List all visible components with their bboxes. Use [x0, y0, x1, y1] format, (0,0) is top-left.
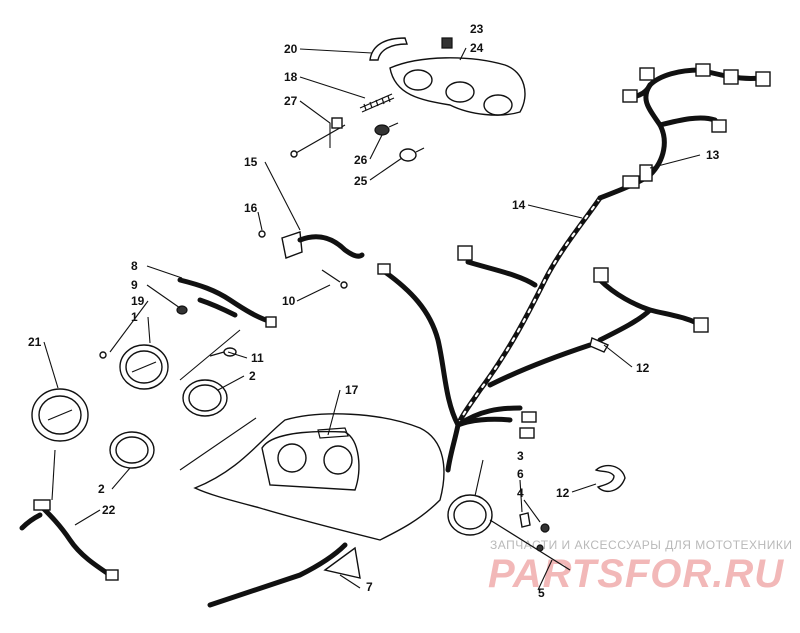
- connector: [693, 317, 709, 333]
- upper-harness: [597, 63, 771, 201]
- main-wiring-harness: [377, 195, 603, 473]
- callout-5: 5: [538, 586, 545, 600]
- watermark-tagline: ЗАПЧАСТИ И АКСЕССУАРЫ ДЛЯ МОТОТЕХНИКИ: [490, 538, 792, 552]
- connector: [695, 63, 711, 77]
- callout-10: 10: [282, 294, 296, 308]
- bulb: [399, 147, 425, 162]
- callout-24: 24: [470, 41, 484, 55]
- callout-15: 15: [244, 155, 258, 169]
- connector: [755, 71, 771, 87]
- bulb: [99, 351, 107, 359]
- washer: [519, 512, 531, 528]
- callout-25: 25: [354, 174, 368, 188]
- trim-strip: [369, 37, 408, 61]
- speedometer-gauge: [31, 388, 89, 442]
- bezel-ring: [182, 379, 228, 417]
- callout-20: 20: [284, 42, 298, 56]
- connector: [639, 67, 655, 81]
- callout-numbers: 20 18 27 23 24 26 25 15 16 8 9 10 19 1 1…: [28, 22, 720, 600]
- spring: [359, 93, 395, 113]
- callout-12-upper: 12: [636, 361, 650, 375]
- callout-14: 14: [512, 198, 526, 212]
- callout-1: 1: [131, 310, 138, 324]
- callout-4: 4: [517, 486, 524, 500]
- callout-19: 19: [131, 294, 145, 308]
- connector: [723, 69, 739, 85]
- harness-clip: [589, 337, 609, 353]
- connector: [521, 411, 537, 423]
- leader-lines: [43, 47, 701, 591]
- connector: [457, 245, 473, 261]
- connector: [519, 427, 535, 439]
- callout-27: 27: [284, 94, 298, 108]
- callout-23: 23: [470, 22, 484, 36]
- clamp: [594, 464, 626, 493]
- callout-26: 26: [354, 153, 368, 167]
- tachometer-gauge: [119, 344, 169, 390]
- fuel-gauge: [447, 494, 493, 536]
- lower-harness: [207, 542, 348, 608]
- right-harness: [589, 267, 709, 353]
- speedometer-harness: [19, 499, 119, 581]
- callout-12-lower: 12: [556, 486, 570, 500]
- callout-3: 3: [517, 449, 524, 463]
- mounting-bracket: [281, 231, 365, 259]
- callout-7: 7: [366, 580, 373, 594]
- callout-8: 8: [131, 259, 138, 273]
- nut: [540, 523, 550, 533]
- callout-11: 11: [251, 351, 264, 365]
- screw: [290, 117, 346, 158]
- screw: [258, 230, 266, 238]
- connector: [639, 164, 653, 182]
- callout-6: 6: [517, 467, 524, 481]
- connector: [377, 263, 391, 275]
- callout-18: 18: [284, 70, 298, 84]
- callout-2-lower: 2: [98, 482, 105, 496]
- callout-16: 16: [244, 201, 258, 215]
- connector: [622, 89, 638, 103]
- watermark-brand: PARTSFOR.RU: [488, 552, 784, 596]
- bezel-ring: [109, 431, 155, 469]
- sender-wire: [489, 519, 571, 571]
- bulb-socket: [374, 122, 399, 136]
- clip: [441, 37, 453, 49]
- warning-decal: [323, 546, 361, 579]
- callout-17: 17: [345, 383, 359, 397]
- instrument-panel: [193, 413, 445, 541]
- gauge-harness: [177, 277, 277, 328]
- connector: [593, 267, 609, 283]
- connector: [622, 175, 640, 189]
- watermark: ЗАПЧАСТИ И АКСЕССУАРЫ ДЛЯ МОТОТЕХНИКИ PA…: [488, 538, 792, 596]
- callout-2-upper: 2: [249, 369, 256, 383]
- callout-21: 21: [28, 335, 42, 349]
- callout-22: 22: [102, 503, 116, 517]
- instrument-cluster-housing: [389, 57, 526, 116]
- callout-9: 9: [131, 278, 138, 292]
- bolt: [321, 269, 348, 289]
- callout-13: 13: [706, 148, 720, 162]
- connector: [711, 119, 727, 133]
